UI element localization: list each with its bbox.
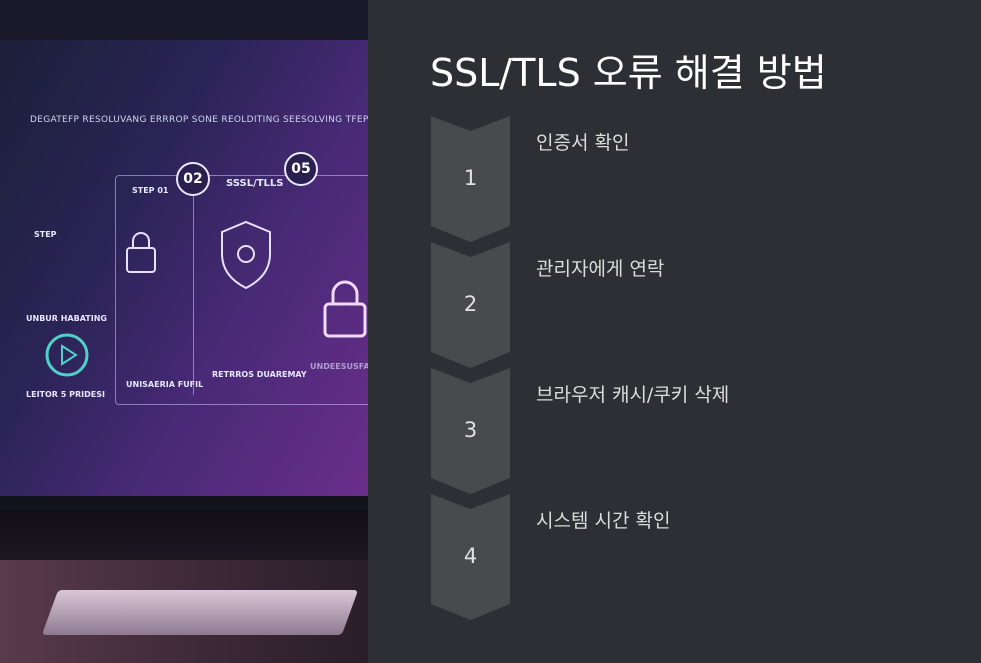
monitor-screen: DEGATEFP RESOLUVANG ERRROP SONE REOLDITI…: [0, 40, 368, 510]
steps-panel: SSL/TLS 오류 해결 방법 1 인증서 확인 2 관리자에게 연락 3 브…: [368, 0, 981, 663]
step-label: 시스템 시간 확인: [536, 510, 671, 532]
monitor-illustration: DEGATEFP RESOLUVANG ERRROP SONE REOLDITI…: [0, 0, 368, 663]
chevron-down-icon: [431, 368, 510, 494]
screen-label: STEP 01: [132, 186, 169, 195]
step-number: 4: [463, 544, 478, 568]
screen-label: SSSL/TLLS: [226, 178, 284, 189]
screen-label: STEP: [34, 230, 57, 239]
step-3: 3 브라우저 캐시/쿠키 삭제: [431, 368, 729, 494]
step-badge: 02: [176, 162, 210, 196]
screen-label: RETRROS DUAREMAY: [212, 370, 307, 379]
screen-label: UNISAERIA FUFIL: [126, 380, 204, 389]
screen-label: UNDEESUSFATTING: [310, 362, 368, 371]
screen-label: LEITOR 5 PRIDESI: [26, 390, 105, 399]
step-2: 2 관리자에게 연락: [431, 242, 664, 368]
chevron-down-icon: [431, 242, 510, 368]
play-icon: [45, 333, 89, 377]
step-number: 3: [463, 418, 478, 442]
screen-label: UNBUR HABATING: [26, 314, 107, 323]
step-1: 1 인증서 확인: [431, 116, 629, 242]
step-label: 브라우저 캐시/쿠키 삭제: [536, 384, 730, 406]
step-badge: 05: [284, 152, 318, 186]
chevron-down-icon: [431, 116, 510, 242]
lock-icon: [126, 232, 156, 273]
shield-icon: [221, 220, 271, 290]
step-number: 2: [463, 292, 478, 316]
slide-title: SSL/TLS 오류 해결 방법: [430, 51, 827, 95]
chevron-down-icon: [431, 494, 510, 620]
lock-icon: [323, 280, 367, 338]
step-number: 1: [463, 166, 478, 190]
screen-caption: DEGATEFP RESOLUVANG ERRROP SONE REOLDITI…: [30, 115, 368, 125]
step-label: 관리자에게 연락: [536, 258, 665, 280]
step-4: 4 시스템 시간 확인: [431, 494, 670, 620]
screen-panel: [115, 175, 368, 405]
monitor-stand: [41, 590, 359, 635]
screen-panel-divider: [193, 185, 194, 395]
step-label: 인증서 확인: [536, 132, 630, 154]
